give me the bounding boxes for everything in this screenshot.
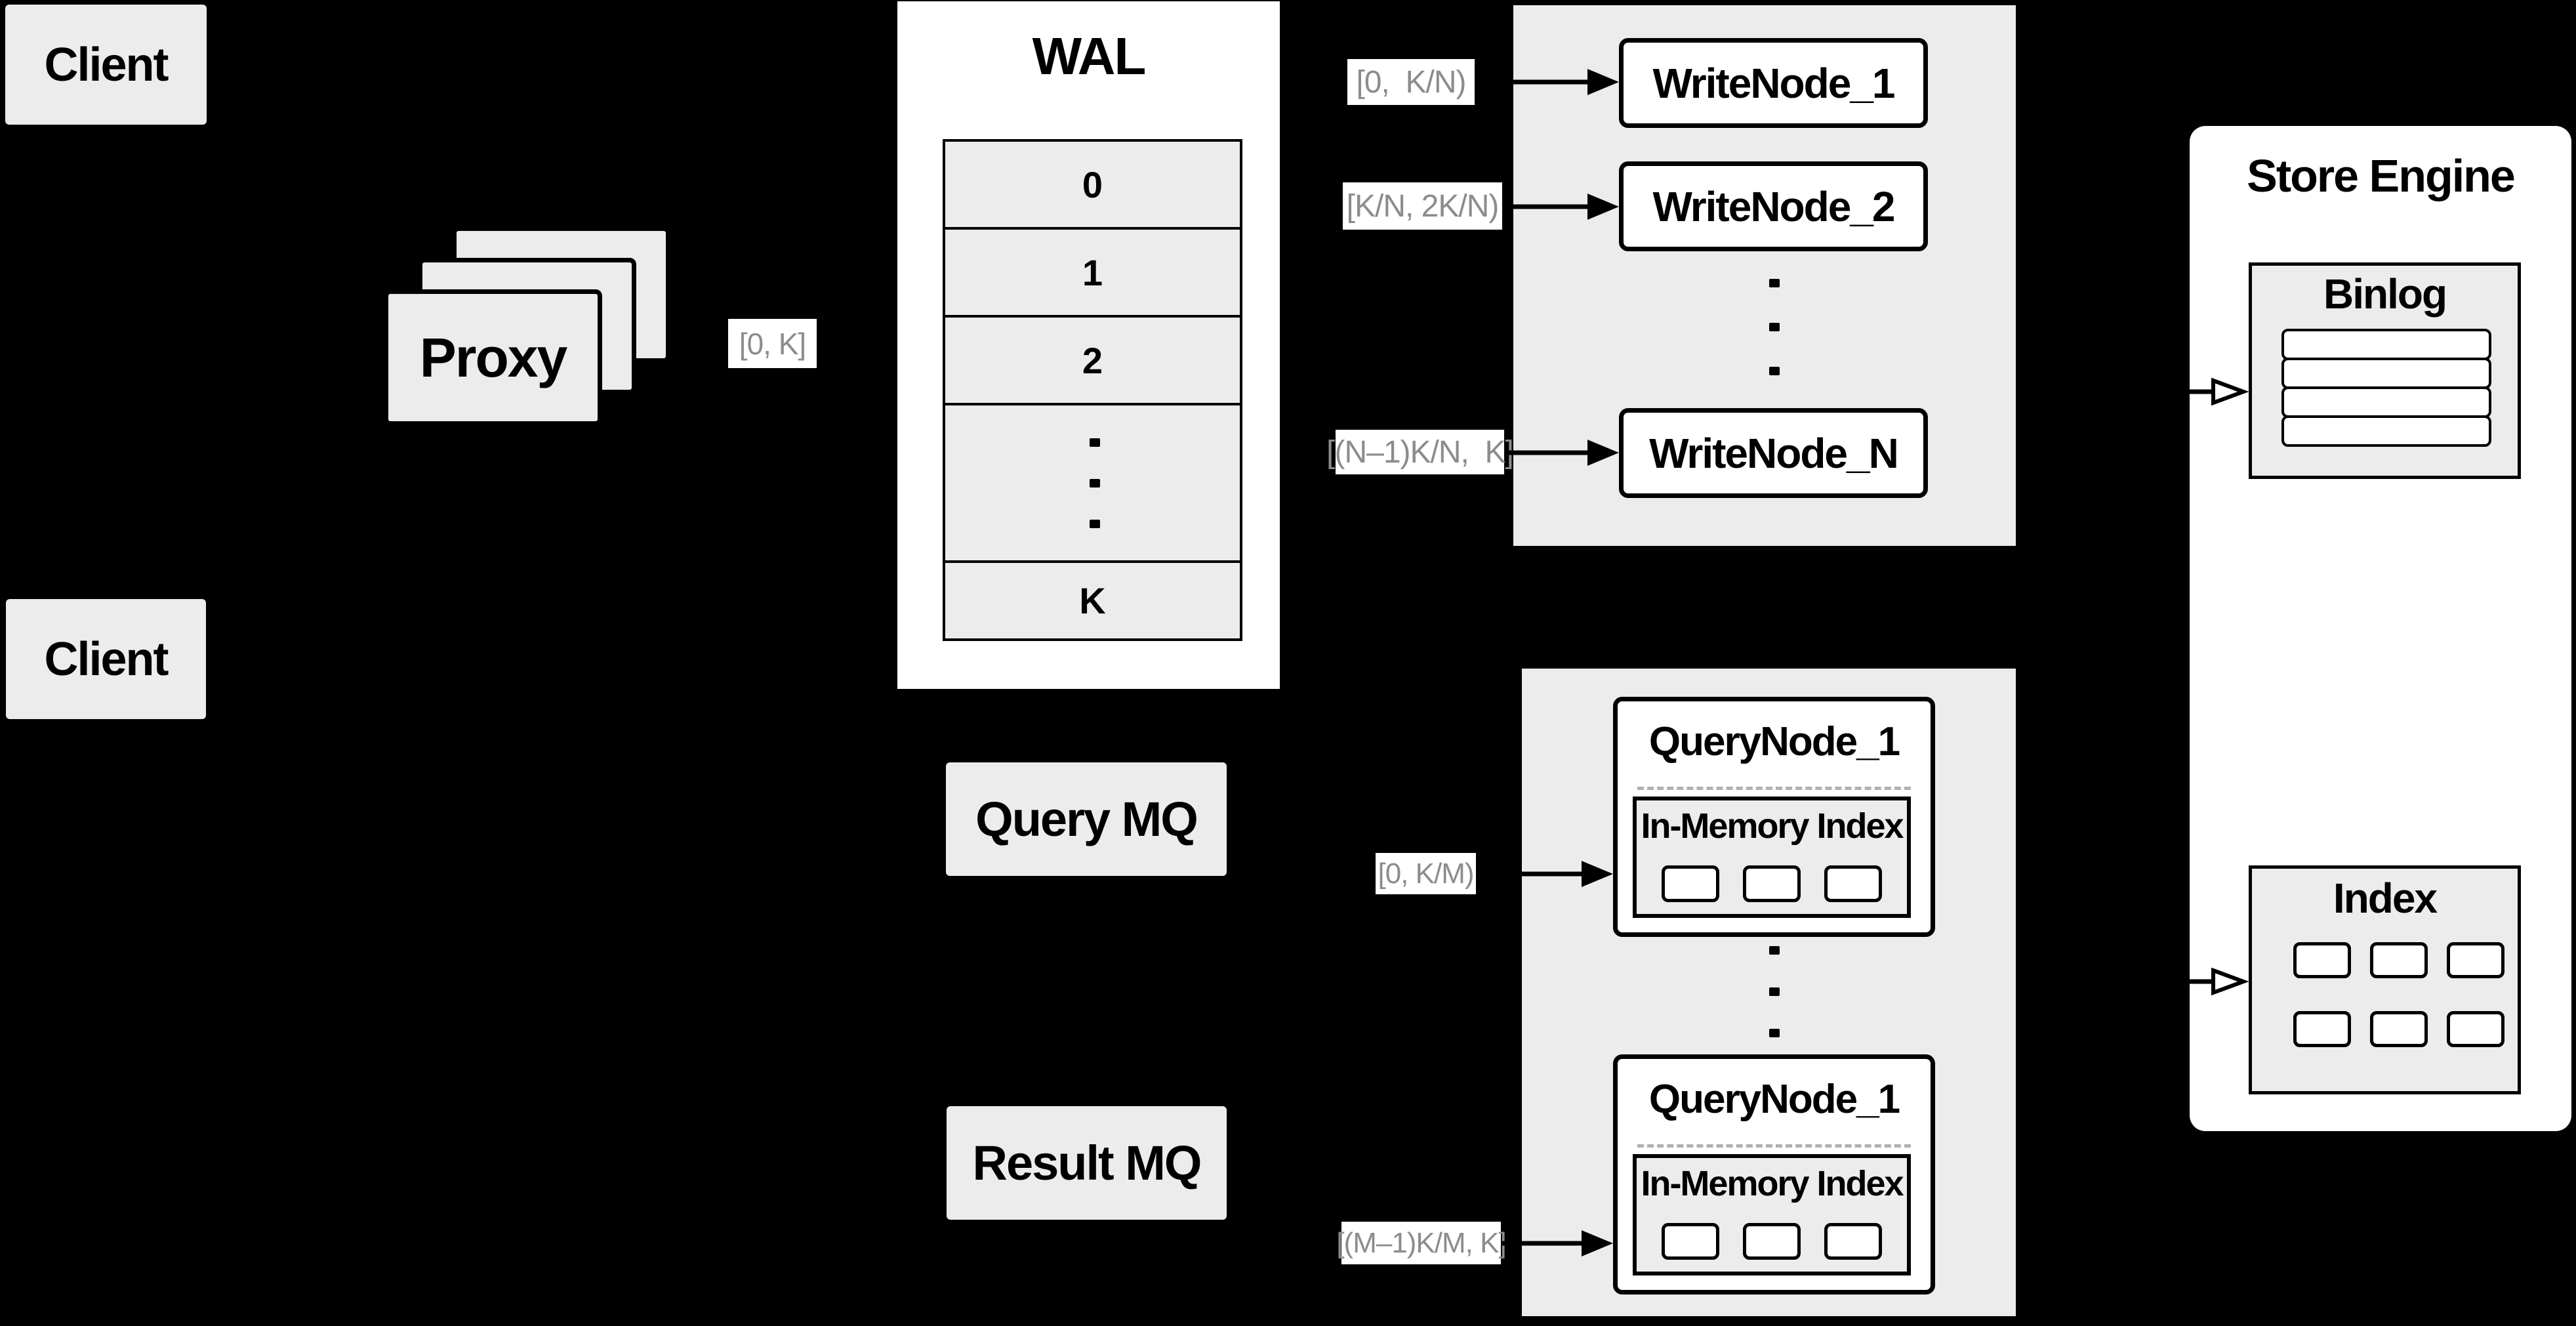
wal-ellipsis-row [945,405,1240,563]
binlog-box: Binlog [2249,262,2521,479]
binlog-row-icon [2281,415,2491,447]
index-segment-icon [1662,1223,1719,1260]
arrow-to-write-node-2 [1503,194,1619,220]
ellipsis-dot-icon [1090,438,1100,447]
wal-segment-table: 0 1 2 K [943,139,1242,641]
write-node-n: WriteNode_N [1619,408,1928,498]
arrow-to-query-node-m [1502,1230,1613,1256]
index-segment-icon [2293,1011,2351,1047]
store-engine-container: Store Engine Binlog Index [2190,126,2571,1131]
client-box-top: Client [5,5,207,125]
wal-segment-row: 2 [945,318,1240,405]
range-label-write-2: [K/N, 2K/N) [1343,182,1502,230]
ellipsis-dot-icon [1769,946,1780,955]
index-segment-icon [2293,942,2351,978]
arrow-to-write-node-n [1505,440,1619,466]
range-label-proxy-to-wal: [0, K] [728,319,817,368]
in-memory-index-title-2: In-Memory Index [1641,1164,1904,1203]
query-node-m-title: QueryNode_1 [1648,1077,1900,1122]
binlog-row-icon [2281,358,2491,389]
in-memory-index-box-1: In-Memory Index [1633,797,1911,918]
wal-container: WAL 0 1 2 K [897,1,1280,689]
in-memory-index-box-2: In-Memory Index [1633,1154,1911,1275]
query-mq-box: Query MQ [946,762,1227,876]
query-node-m: QueryNode_1 In-Memory Index [1613,1054,1935,1295]
arrow-to-query-node-1 [1477,861,1613,887]
write-node-1: WriteNode_1 [1619,38,1928,128]
wal-segment-row: 1 [945,230,1240,318]
in-memory-index-title-1: In-Memory Index [1641,806,1904,846]
index-box: Index [2249,865,2521,1094]
proxy-card-front: Proxy [384,289,602,426]
client-box-bottom: Client [6,599,206,719]
result-mq-box: Result MQ [947,1106,1227,1220]
arrow-to-write-node-1 [1476,69,1619,95]
arrow-to-binlog [2158,377,2249,406]
ellipsis-dot-icon [1769,367,1780,375]
client-bottom-label: Client [44,632,169,686]
binlog-row-icon [2281,329,2491,360]
write-node-1-label: WriteNode_1 [1652,59,1895,107]
index-segment-icon [1743,1223,1801,1260]
client-top-label: Client [44,38,169,91]
ellipsis-dot-icon [1769,1029,1780,1037]
index-segment-icon [2447,942,2504,978]
query-node-1: QueryNode_1 In-Memory Index [1613,697,1935,937]
dashed-divider [1637,1144,1911,1148]
wal-segment-row: 0 [945,142,1240,230]
index-title: Index [2333,875,2438,922]
index-segment-icon [1824,1223,1882,1260]
query-mq-label: Query MQ [975,792,1198,846]
arrow-to-index [2158,967,2249,996]
range-label-write-n: [(N–1)K/N, K] [1326,430,1514,474]
range-label-write-1: [0, K/N) [1347,59,1475,105]
ellipsis-dot-icon [1090,479,1100,487]
wal-segment-row-last: K [945,563,1240,638]
write-node-2-label: WriteNode_2 [1652,182,1895,230]
proxy-label: Proxy [419,326,567,388]
ellipsis-dot-icon [1769,323,1780,331]
index-segment-icon [1743,865,1801,902]
ellipsis-dot-icon [1090,520,1100,528]
write-node-n-label: WriteNode_N [1649,429,1899,477]
index-segment-icon [2370,1011,2428,1047]
ellipsis-dot-icon [1769,279,1780,287]
index-segment-icon [2370,942,2428,978]
result-mq-label: Result MQ [972,1136,1202,1190]
query-node-1-title: QueryNode_1 [1648,719,1900,764]
dashed-divider [1637,787,1911,790]
index-segment-icon [2447,1011,2504,1047]
binlog-row-icon [2281,386,2491,418]
store-engine-title: Store Engine [2247,150,2516,201]
binlog-rows [2281,329,2491,447]
ellipsis-dot-icon [1769,987,1780,996]
wal-title: WAL [1032,27,1147,85]
index-segment-icon [1662,865,1719,902]
range-label-query-1: [0, K/M) [1376,853,1476,894]
write-node-2: WriteNode_2 [1619,161,1928,251]
index-segment-icon [1824,865,1882,902]
range-label-query-m: [(M–1)K/M, K] [1336,1222,1507,1264]
binlog-title: Binlog [2323,270,2447,318]
